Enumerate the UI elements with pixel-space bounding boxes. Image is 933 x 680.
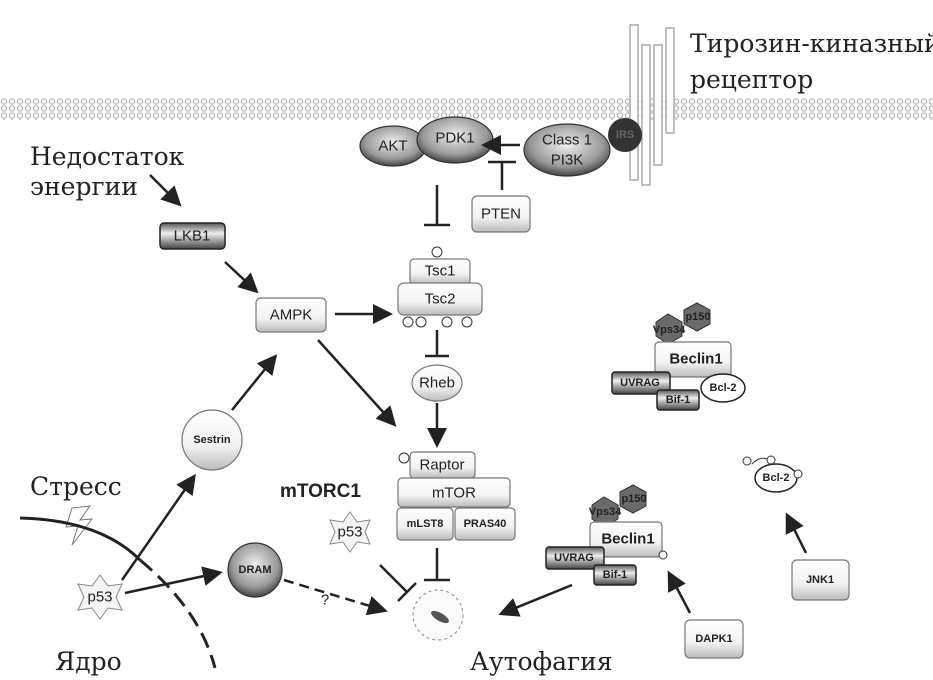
svg-text:Bif-1: Bif-1 [603,569,627,581]
svg-text:p150: p150 [621,493,646,505]
arrow-jnk1-bcl2 [785,512,808,554]
energy-label-1: Недостаток [30,142,185,171]
pras40-label: PRAS40 [464,518,507,530]
pi3k-node [523,123,611,177]
mlst8-node [396,507,454,541]
inhibit-p53-autophagy [379,564,417,602]
svg-text:Bcl-2: Bcl-2 [763,472,790,484]
pras40-node [454,507,516,541]
ampk-node [255,297,327,333]
mtorc1-label: mTORC1 [280,481,361,502]
dram-node [227,542,283,598]
svg-text:UVRAG: UVRAG [620,377,660,389]
dram-label: DRAM [239,564,272,576]
receptor-label-2: рецептор [690,65,813,94]
arrow-p53-sestrin [120,473,196,581]
arrow-dram-autophagy [283,578,388,616]
svg-text:Bif-1: Bif-1 [666,394,690,406]
phospho-site [431,246,443,258]
inhibit-tsc-rheb [425,330,449,358]
nucleus-label: Ядро [55,647,122,676]
sestrin-node [181,409,243,471]
arrow-beclin-autophagy [498,583,573,617]
jnk1-label: JNK1 [806,574,834,586]
inhibit-pten [488,160,516,190]
rheb-label: Rheb [419,375,455,392]
svg-text:Vps34: Vps34 [653,324,686,336]
cell-membrane [0,98,933,120]
inhibit-mtor-autophagy [424,548,450,582]
p53-label: p53 [337,524,362,541]
ampk-label: AMPK [270,307,313,324]
arrow-dapk1-beclin [667,570,692,614]
nucleus-membrane [19,516,142,562]
pdk1-label: PDK1 [435,130,474,147]
arrow-ampk-mtorc1 [317,339,397,427]
beclin-complex-1: p150 Vps34 Beclin1 UVRAG Bif-1 Bcl-2 [611,302,746,411]
svg-text:p150: p150 [685,311,710,323]
dapk1-node [684,619,744,659]
pi3k-label-2: PI3K [551,152,584,169]
p53-nuclear-node [77,574,123,620]
arrow-lkb1-ampk [224,261,259,294]
rheb-node [411,364,463,402]
svg-text:Bcl-2: Bcl-2 [710,382,737,394]
arrow-p53-dram [124,566,223,595]
svg-text:Vps34: Vps34 [589,506,622,518]
svg-text:Beclin1: Beclin1 [601,531,654,548]
energy-label-2: энергии [30,172,138,201]
jnk1-node [791,559,850,601]
irs-label: IRS [616,129,634,141]
lkb1-label: LKB1 [174,228,211,245]
phospho-site [398,452,410,464]
akt-label: AKT [378,138,407,155]
receptor-icon [629,24,675,186]
tsc2-label: Tsc2 [425,291,456,308]
arrow-energy-lkb1 [149,174,182,207]
mlst8-label: mLST8 [407,518,444,530]
beclin-complex-2: p150 Vps34 Beclin1 UVRAG Bif-1 [545,484,668,586]
pten-label: PTEN [481,206,521,223]
nucleus-membrane-dashed [139,558,217,669]
dapk1-label: DAPK1 [695,633,732,645]
inhibit-akt-tsc [424,185,450,227]
phospho-sites [402,316,473,328]
organelle-icon [431,610,449,624]
pi3k-label-1: Class 1 [542,132,592,149]
irs-node [608,118,642,152]
lkb1-node [159,222,226,250]
autophagy-label: Аутофагия [470,647,613,676]
question-label: ? [321,592,329,609]
sestrin-label: Sestrin [193,434,231,446]
p53-nuclear-label: p53 [87,589,112,606]
receptor-label-1: Тирозин-киназный [690,29,933,58]
bcl2-phosphorylated: Bcl-2 [742,455,803,493]
mtor-node [397,477,511,508]
svg-text:UVRAG: UVRAG [554,552,594,564]
mtor-label: mTOR [432,485,476,502]
arrow-sestrin-ampk [231,354,278,411]
pten-node [471,195,531,233]
svg-text:Beclin1: Beclin1 [669,351,722,368]
tsc2-node [397,282,483,316]
p53-node [329,511,371,553]
raptor-label: Raptor [419,457,464,474]
tsc1-label: Tsc1 [425,263,456,280]
stress-label: Стресс [30,472,122,501]
